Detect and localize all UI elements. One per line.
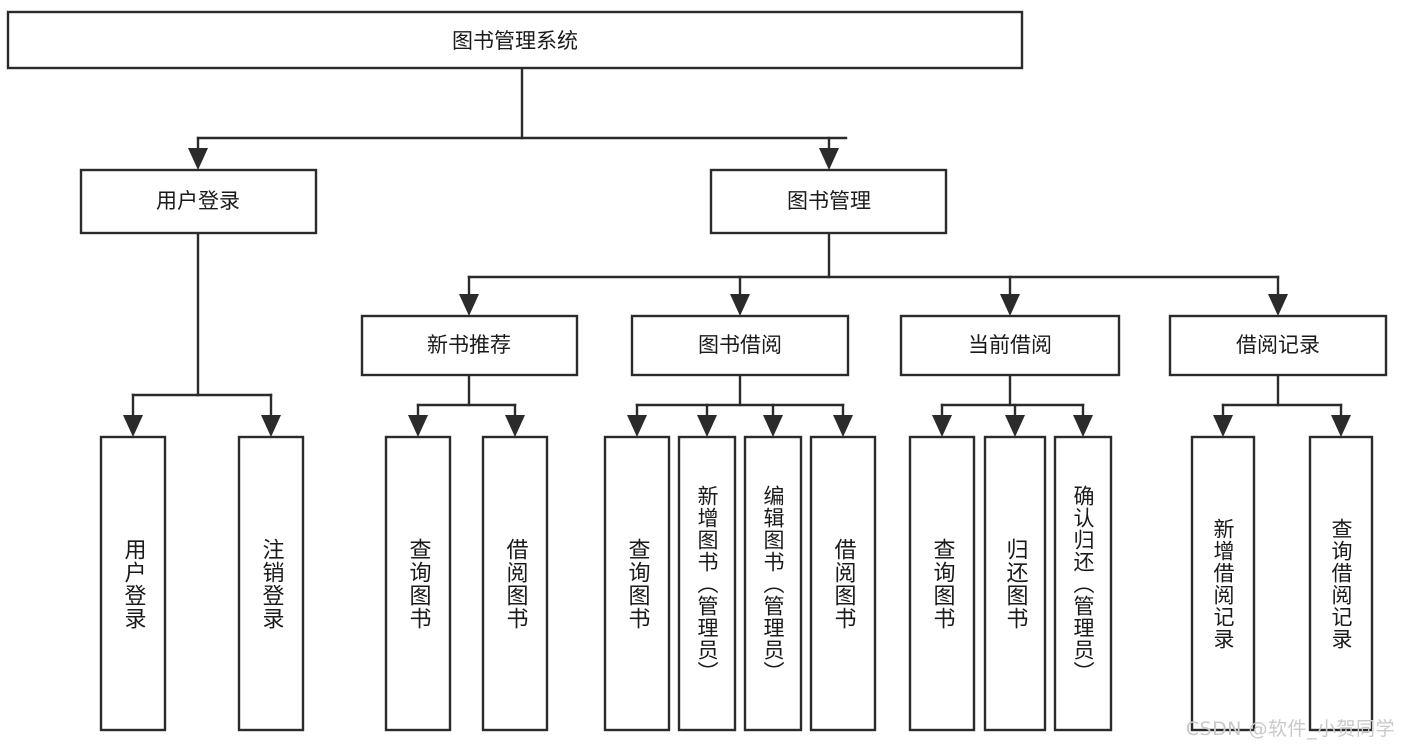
node-leaf-user-login-rect[interactable] xyxy=(99,435,167,732)
node-current-borrow-label: 当前借阅 xyxy=(968,333,1052,357)
node-new-book-recommend-label: 新书推荐 xyxy=(427,333,511,357)
node-root-rect[interactable] xyxy=(6,10,1024,70)
arrow-head-user-login xyxy=(188,148,208,170)
connector-group-user-login xyxy=(123,231,281,437)
arrow-head-book-borrow xyxy=(730,294,750,316)
node-leaf-query-book-3-rect[interactable] xyxy=(908,435,976,732)
arrow-head-leaf-return-book xyxy=(1005,415,1025,437)
arrow-head-leaf-query-book-3 xyxy=(932,415,952,437)
connector-group-new-book-recommend xyxy=(408,373,525,437)
node-borrow-record-rect[interactable] xyxy=(1168,314,1388,377)
arrow-head-leaf-confirm-return-admin xyxy=(1073,415,1093,437)
arrow-head-leaf-logout-login xyxy=(261,415,281,437)
node-book-management-label: 图书管理 xyxy=(787,189,871,213)
arrow-head-borrow-record xyxy=(1268,294,1288,316)
arrow-head-leaf-borrow-book-2 xyxy=(833,415,853,437)
node-new-book-recommend-rect[interactable] xyxy=(360,314,579,377)
node-user-login-rect[interactable] xyxy=(79,168,318,235)
node-borrow-record[interactable]: 借阅记录 xyxy=(1168,314,1388,377)
node-leaf-return-book-rect[interactable] xyxy=(983,435,1047,732)
connector-group-book-management xyxy=(459,231,1288,316)
node-leaf-borrow-book-2-rect[interactable] xyxy=(809,435,877,732)
arrow-head-leaf-add-borrow-record xyxy=(1213,415,1233,437)
connector-group-current-borrow xyxy=(932,373,1093,437)
connector-group-book-borrow xyxy=(627,373,853,437)
connector-group-root xyxy=(188,66,848,170)
node-leaf-borrow-book-1-rect[interactable] xyxy=(481,435,549,732)
node-user-login[interactable]: 用户登录 xyxy=(79,168,318,235)
node-leaf-add-book-admin-rect[interactable] xyxy=(677,435,737,732)
connector-group-borrow-record xyxy=(1213,373,1351,437)
node-leaf-logout-login-rect[interactable] xyxy=(237,435,305,732)
node-leaf-query-borrow-record-rect[interactable] xyxy=(1308,435,1374,732)
node-current-borrow[interactable]: 当前借阅 xyxy=(899,314,1121,377)
node-book-borrow[interactable]: 图书借阅 xyxy=(630,314,850,377)
arrow-head-leaf-query-book-2 xyxy=(627,415,647,437)
arrow-head-leaf-add-book-admin xyxy=(697,415,717,437)
arrow-head-leaf-query-borrow-record xyxy=(1331,415,1351,437)
arrow-head-leaf-query-book-1 xyxy=(408,415,428,437)
arrow-head-current-borrow xyxy=(1000,294,1020,316)
arrow-head-leaf-user-login xyxy=(123,415,143,437)
arrow-head-book-management xyxy=(819,148,839,170)
node-root[interactable]: 图书管理系统 xyxy=(6,10,1024,70)
arrow-head-new-book-recommend xyxy=(459,294,479,316)
leaf-boxes xyxy=(99,435,1374,732)
node-user-login-label: 用户登录 xyxy=(156,189,240,213)
node-leaf-query-book-1-rect[interactable] xyxy=(384,435,452,732)
arrow-head-leaf-edit-book-admin xyxy=(763,415,783,437)
csdn-watermark: CSDN @软件_小贺同学 xyxy=(1185,718,1395,740)
node-leaf-edit-book-admin-rect[interactable] xyxy=(743,435,803,732)
node-leaf-add-borrow-record-rect[interactable] xyxy=(1190,435,1256,732)
node-book-borrow-rect[interactable] xyxy=(630,314,850,377)
node-leaf-query-book-2-rect[interactable] xyxy=(603,435,671,732)
node-borrow-record-label: 借阅记录 xyxy=(1236,333,1320,357)
node-current-borrow-rect[interactable] xyxy=(899,314,1121,377)
node-new-book-recommend[interactable]: 新书推荐 xyxy=(360,314,579,377)
node-root-label: 图书管理系统 xyxy=(452,29,578,53)
node-book-borrow-label: 图书借阅 xyxy=(698,333,782,357)
node-leaf-confirm-return-admin-rect[interactable] xyxy=(1053,435,1113,732)
node-book-management[interactable]: 图书管理 xyxy=(709,168,948,235)
node-book-management-rect[interactable] xyxy=(709,168,948,235)
arrow-head-leaf-borrow-book-1 xyxy=(505,415,525,437)
